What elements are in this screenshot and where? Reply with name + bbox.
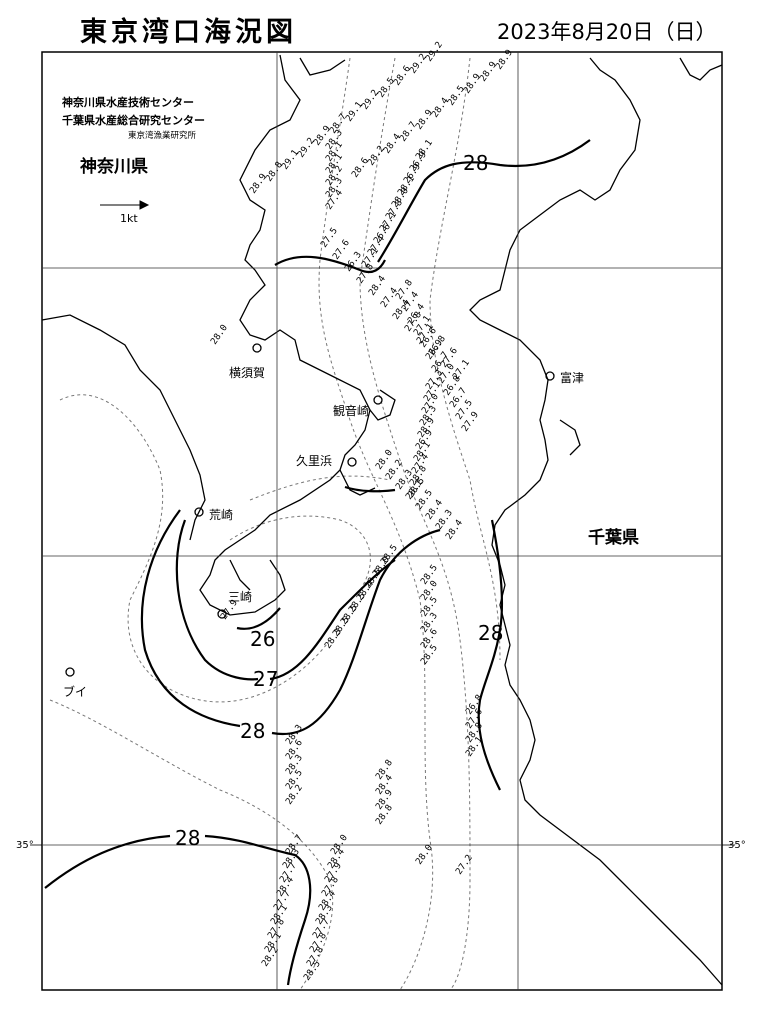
misaki-marker [217, 609, 227, 619]
place-misaki: 三崎 [228, 590, 253, 604]
isotherm-28-south [140, 509, 441, 736]
kurihama-marker [347, 457, 357, 467]
isotherm-26 [236, 485, 396, 630]
temperature-reading: 27.8 [355, 262, 376, 286]
isotherm-label: 27 [253, 667, 278, 691]
kannonzaki-marker [373, 395, 383, 405]
org-tokyo-bay-lab: 東京湾漁業研究所 [128, 131, 197, 141]
yokosuka-marker [252, 343, 262, 353]
place-arasaki: 荒崎 [209, 508, 234, 522]
map-grid [30, 51, 735, 991]
isotherm-28-north [377, 139, 591, 263]
isotherm-labels: 28 26 27 28 28 28 [175, 151, 503, 850]
station-markers [65, 343, 555, 677]
isotherm-28-east [477, 519, 504, 791]
temperature-reading: 28.4 [367, 274, 388, 298]
isotherm-28-bottom [44, 834, 312, 986]
isotherm-label: 28 [175, 826, 200, 850]
depth-contours [49, 57, 501, 991]
prefecture-kanagawa: 神奈川県 [80, 157, 148, 177]
org-kanagawa-fisheries: 神奈川県水産技術センター [62, 96, 194, 109]
temperature-reading: 27.5 [319, 226, 340, 250]
buoy-marker [65, 667, 75, 677]
map-date: 2023年8月20日（日） [497, 20, 717, 44]
kanagawa-coastline [41, 54, 396, 616]
scale-arrow [100, 200, 150, 210]
arasaki-marker [194, 507, 204, 517]
place-buoy: ブイ [63, 685, 88, 699]
isotherm-label: 28 [240, 719, 265, 743]
temperature-reading: 27.2 [454, 853, 475, 877]
futtsu-marker [545, 371, 555, 381]
latitude-label-east: 35° [728, 840, 746, 851]
map-title: 東京湾口海況図 [80, 17, 297, 48]
place-yokosuka: 横須賀 [229, 366, 266, 380]
place-futtsu: 富津 [560, 371, 585, 385]
prefecture-chiba: 千葉県 [588, 528, 639, 548]
latitude-label-west: 35° [16, 840, 34, 851]
isotherms [44, 139, 591, 986]
place-kannonzaki: 観音崎 [333, 404, 370, 418]
temperature-reading: 28.0 [209, 323, 230, 347]
org-chiba-fisheries: 千葉県水産総合研究センター [62, 114, 205, 127]
isotherm-label: 28 [478, 621, 503, 645]
isotherm-label: 28 [463, 151, 488, 175]
temperature-reading: 27.6 [331, 238, 352, 262]
temperature-readings: 29.229.228.628.529.229.128.728.929.229.1… [209, 40, 515, 983]
isotherm-28-mid [274, 255, 386, 274]
chiba-coastline [469, 57, 723, 986]
place-kurihama: 久里浜 [296, 454, 333, 468]
isotherm-27 [175, 519, 396, 681]
scale-label: 1kt [120, 212, 138, 225]
isotherm-label: 26 [250, 627, 275, 651]
